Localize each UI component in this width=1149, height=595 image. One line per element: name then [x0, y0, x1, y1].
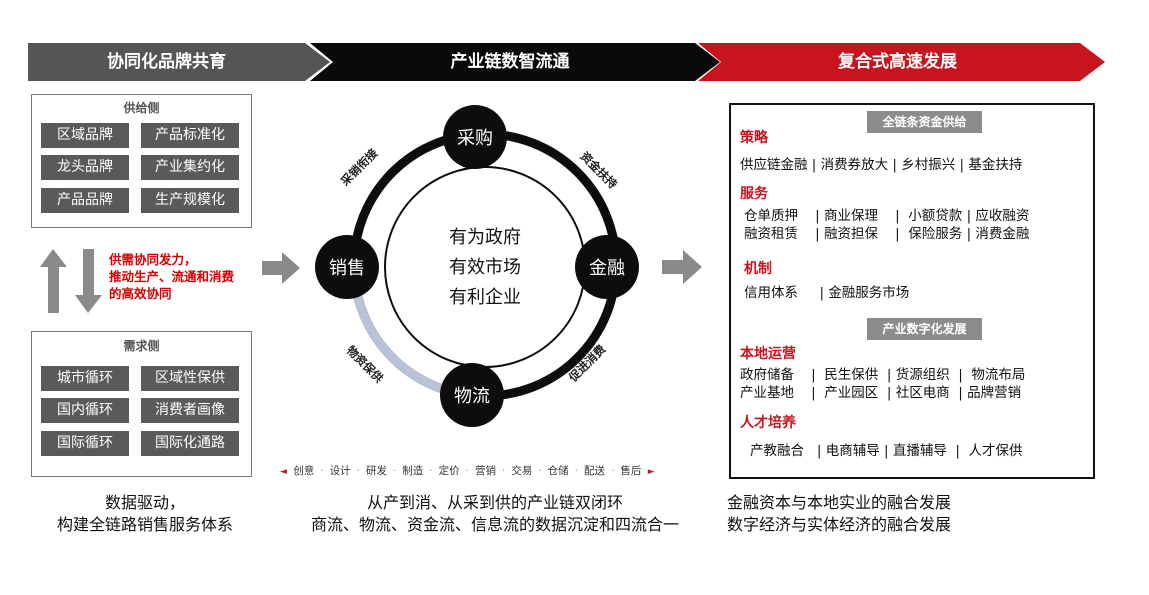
caption-line: 数字经济与实体经济的融合发展 [727, 515, 952, 534]
strategy-line: 供应链金融 | 消费券放大 | 乡村振兴 | 基金扶持 [740, 157, 1023, 173]
process-separator: · [465, 465, 469, 477]
right-panel: 全链条资金供给 策略 供应链金融 | 消费券放大 | 乡村振兴 | 基金扶持 服… [729, 103, 1095, 479]
note-line: 推动生产、流通和消费 [109, 269, 235, 284]
process-step: 定价 [438, 465, 460, 477]
caption-line: 数据驱动， [104, 493, 185, 512]
node-logistics-label: 物流 [454, 386, 490, 407]
local-line: 政府储备 | 民生保供 | 货源组织 | 物流布局 [740, 367, 1026, 383]
service-line: 仓单质押 | 商业保理 | 小额贷款 | 应收融资 [744, 208, 1030, 224]
process-step: 制造 [402, 465, 424, 477]
caption-right: 金融资本与本地实业的融合发展 数字经济与实体经济的融合发展 [727, 492, 997, 536]
process-step: 研发 [365, 465, 387, 477]
supply-tile: 产品品牌 [41, 188, 129, 213]
process-chain: ◄ 创意 · 设计 · 研发 · 制造 · 定价 · 营销 · 交易 · 仓储 · 配送 · 售后 ► [280, 463, 710, 478]
banner-collab-brand: 协同化品牌共育 [107, 52, 226, 72]
supply-demand-note: 供需协同发力， 推动生产、流通和消费 的高效协同 [109, 251, 259, 302]
process-step: 创意 [293, 465, 315, 477]
top-banners-graphic [28, 43, 1105, 81]
node-sales-label: 销售 [329, 258, 365, 279]
supply-side-box: 供给侧 区域品牌 产品标准化 龙头品牌 产业集约化 产品品牌 生产规模化 [31, 94, 252, 228]
note-line: 供需协同发力， [109, 252, 197, 267]
process-step: 营销 [474, 465, 496, 477]
node-finance [575, 235, 639, 299]
service-line: 融资租赁 | 融资担保 | 保险服务 | 消费金融 [744, 226, 1030, 242]
caption-line: 从产到消、从采到供的产业链双闭环 [366, 493, 623, 512]
process-step: 交易 [511, 465, 533, 477]
process-separator: · [611, 465, 615, 477]
right-arrow-icon [262, 252, 300, 284]
supply-tile: 龙头品牌 [41, 155, 129, 180]
supply-tile: 生产规模化 [141, 188, 239, 213]
center-line: 有利企业 [449, 287, 521, 308]
node-finance-label: 金融 [589, 258, 625, 279]
process-step: 售后 [620, 465, 642, 477]
demand-side-title: 需求侧 [123, 339, 160, 353]
process-separator: · [538, 465, 542, 477]
process-step: 配送 [584, 465, 606, 477]
process-separator: · [574, 465, 579, 477]
demand-tile: 国际化通路 [141, 431, 239, 456]
demand-tile: 消费者画像 [141, 398, 239, 423]
note-line: 的高效协同 [109, 286, 172, 301]
node-purchase [443, 105, 507, 169]
section-service: 服务 [740, 186, 768, 202]
supply-tile: 产品标准化 [141, 123, 239, 148]
process-separator: · [429, 465, 433, 477]
header-capital-supply: 全链条资金供给 [867, 111, 982, 133]
caption-middle: 从产到消、从采到供的产业链双闭环 商流、物流、资金流、信息流的数据沉淀和四流合一 [275, 492, 715, 536]
center-line: 有为政府 [449, 227, 521, 248]
node-logistics [440, 363, 504, 427]
center-line: 有效市场 [449, 257, 521, 278]
left-triangle-icon: ◄ [280, 467, 287, 477]
caption-line: 金融资本与本地实业的融合发展 [727, 493, 952, 512]
supply-tile: 产业集约化 [141, 155, 239, 180]
arc-label-purchase-sales: 采销衔接 [337, 146, 380, 189]
section-mechanism: 机制 [744, 261, 772, 277]
right-triangle-icon: ► [647, 467, 655, 477]
banner-red-shape [698, 43, 1105, 81]
mechanism-line: 信用体系 | 金融服务市场 [744, 285, 910, 301]
process-separator: · [320, 465, 324, 477]
process-step: 仓储 [547, 465, 569, 477]
process-separator: · [356, 465, 360, 477]
caption-line: 构建全链路销售服务体系 [56, 515, 233, 534]
process-separator: · [392, 465, 397, 477]
up-down-arrow-icon [40, 249, 102, 313]
section-talent: 人才培养 [740, 415, 796, 431]
local-line: 产业基地 | 产业园区 | 社区电商 | 品牌营销 [740, 385, 1022, 401]
demand-tile: 城市循环 [41, 366, 129, 391]
process-separator: · [501, 465, 506, 477]
demand-tile: 国内循环 [41, 398, 129, 423]
demand-tile: 区域性保供 [141, 366, 239, 391]
node-sales [315, 235, 379, 299]
right-arrow-icon [662, 250, 702, 284]
banner-supply-chain: 产业链数智流通 [450, 52, 570, 72]
talent-line: 产教融合 | 电商辅导 | 直播辅导 | 人才保供 [750, 443, 1023, 459]
banner-black-shape [310, 43, 720, 81]
node-purchase-label: 采购 [457, 128, 493, 149]
process-step: 设计 [329, 465, 351, 477]
banner-grey-shape [28, 43, 330, 81]
section-strategy: 策略 [740, 130, 768, 146]
header-digital-dev: 产业数字化发展 [867, 318, 982, 340]
caption-line: 商流、物流、资金流、信息流的数据沉淀和四流合一 [310, 515, 679, 534]
section-local-ops: 本地运营 [740, 346, 796, 362]
supply-side-title: 供给侧 [123, 101, 160, 115]
demand-tile: 国际循环 [41, 431, 129, 456]
supply-tile: 区域品牌 [41, 123, 129, 148]
cycle-diagram: 采购 金融 物流 销售 有为政府 有效市场 有利企业 采销衔接 资金扶持 促进消… [315, 105, 639, 427]
demand-side-box: 需求侧 城市循环 区域性保供 国内循环 消费者画像 国际循环 国际化通路 [31, 331, 252, 477]
caption-left: 数据驱动， 构建全链路销售服务体系 [30, 492, 260, 536]
banner-composite-dev: 复合式高速发展 [838, 52, 957, 72]
